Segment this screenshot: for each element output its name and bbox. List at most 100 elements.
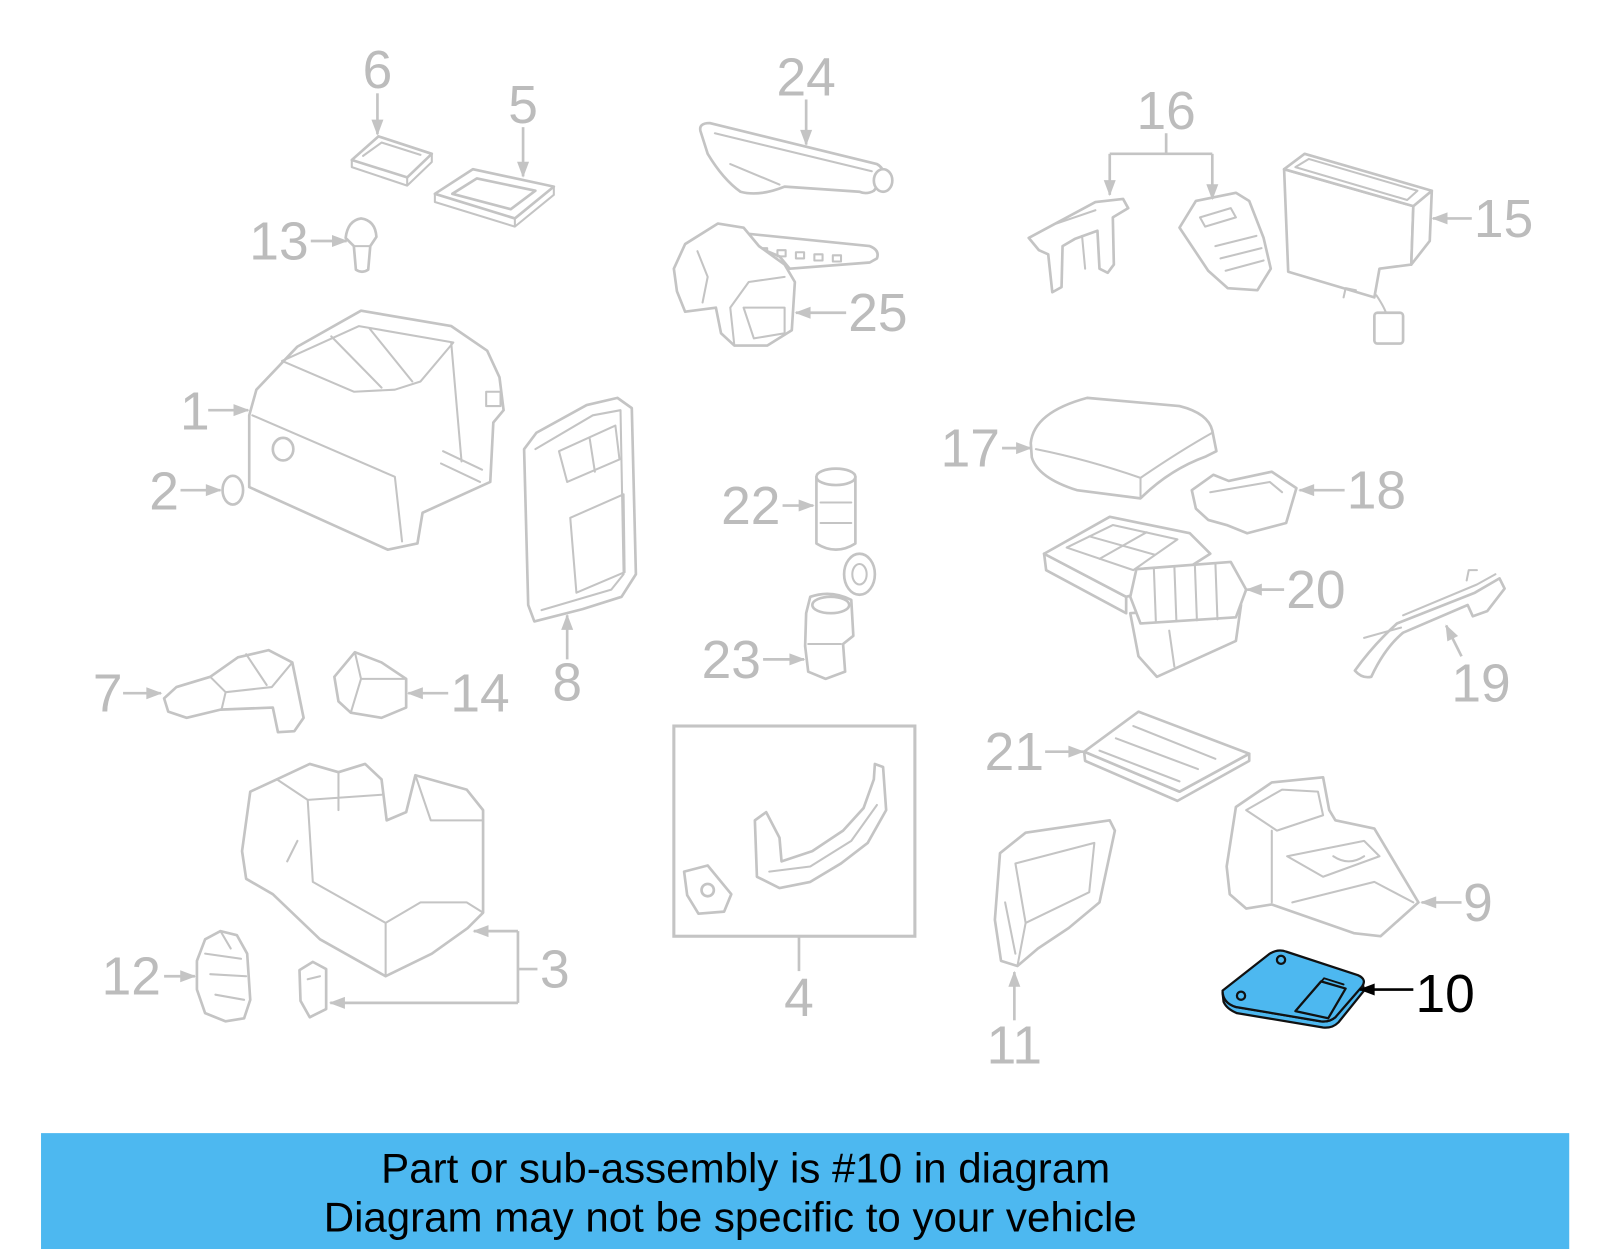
- callout-19: 19: [1451, 654, 1510, 713]
- part-3-clip: [298, 960, 328, 1019]
- callout-1: 1: [180, 383, 210, 442]
- part-25-body: [672, 222, 797, 347]
- part-12-detail: [204, 930, 248, 1001]
- part-9: [1225, 775, 1420, 938]
- leader-19: [1444, 624, 1463, 657]
- part-23-body: [803, 592, 855, 681]
- part-5: [433, 167, 556, 228]
- part-20-ridges: [1152, 561, 1219, 668]
- callout-6: 6: [363, 41, 393, 100]
- part-4-bracket-detail: [768, 803, 878, 873]
- part-21-detail: [1098, 724, 1217, 783]
- part-1-detail: [251, 342, 502, 543]
- callout-14: 14: [450, 665, 509, 724]
- part-16-left: [1027, 197, 1130, 294]
- callout-18: 18: [1347, 462, 1406, 521]
- callout-4: 4: [784, 969, 814, 1028]
- part-21: [1082, 710, 1251, 803]
- part-23-cap: [842, 552, 877, 597]
- part-8-detail: [534, 409, 626, 612]
- part-13: [344, 217, 378, 274]
- part-22-detail: [819, 501, 853, 525]
- part-5-opening: [450, 177, 537, 211]
- part-3-bin: [240, 762, 485, 978]
- part-10-highlighted: [1221, 949, 1366, 1029]
- part-22-top: [815, 467, 857, 487]
- part-8-panel: [522, 396, 638, 623]
- part-22: [815, 467, 857, 551]
- info-banner-background: [41, 1133, 1570, 1249]
- callout-17: 17: [941, 420, 1000, 479]
- callout-25: 25: [848, 284, 907, 343]
- part-10-hole-top: [1275, 954, 1287, 966]
- info-banner: Part or sub-assembly is #10 in diagram D…: [41, 1133, 1570, 1249]
- callout-9: 9: [1463, 874, 1493, 933]
- part-8: [522, 396, 638, 623]
- part-2-plug: [221, 474, 245, 506]
- callout-7: 7: [93, 665, 123, 724]
- part-14-body: [333, 650, 408, 720]
- part-14-detail: [349, 651, 408, 714]
- part-3: [240, 762, 485, 1019]
- part-19: [1353, 569, 1506, 679]
- part-1-console: [247, 309, 505, 551]
- part-20-roller: [1128, 560, 1248, 625]
- callout-5: 5: [508, 76, 538, 135]
- callout-11: 11: [987, 1016, 1042, 1075]
- part-25-arm: [716, 229, 879, 271]
- part-17-detail: [1034, 431, 1214, 500]
- callout-3: 3: [540, 941, 570, 1000]
- part-15-connector: [1373, 311, 1405, 345]
- part-16-right-detail: [1198, 207, 1265, 272]
- part-18-detail: [1209, 480, 1284, 494]
- callout-23: 23: [702, 631, 761, 690]
- part-23-top: [810, 595, 851, 615]
- part-15: [1282, 152, 1434, 345]
- part-3-clip-detail: [306, 975, 322, 981]
- part-24-knob: [872, 167, 894, 194]
- part-17-lid: [1029, 396, 1218, 500]
- info-banner-line-2: Diagram may not be specific to your vehi…: [324, 1194, 1137, 1241]
- callout-12: 12: [102, 948, 161, 1007]
- callout-21: 21: [985, 723, 1044, 782]
- part-6-detail: [362, 141, 422, 157]
- part-10-ridge-detail: [1299, 977, 1345, 1006]
- part-16-left-detail: [1055, 209, 1097, 270]
- part-6-top: [350, 135, 434, 179]
- info-banner-line-1: Part or sub-assembly is #10 in diagram: [381, 1144, 1110, 1191]
- part-23-cap-inner: [851, 562, 868, 586]
- part-15-rim: [1294, 157, 1419, 299]
- part-3-detail: [275, 771, 485, 978]
- callout-20: 20: [1286, 561, 1345, 620]
- part-4-bracket: [753, 762, 888, 890]
- part-2: [221, 474, 245, 506]
- part-1: [247, 309, 505, 551]
- part-1-opening: [281, 325, 455, 393]
- leader-16-stem: [1109, 133, 1213, 156]
- part-16-left-body: [1027, 197, 1130, 294]
- part-25: [672, 222, 879, 347]
- part-9-detail: [1245, 788, 1415, 904]
- callout-8: 8: [552, 653, 582, 712]
- part-23: [803, 552, 877, 681]
- part-5-edge: [433, 185, 555, 228]
- part-21-plate: [1082, 710, 1251, 793]
- callout-13: 13: [249, 212, 308, 271]
- part-9-body: [1225, 775, 1420, 938]
- part-17: [1029, 396, 1218, 500]
- part-16-right-body: [1178, 191, 1273, 292]
- part-6: [350, 135, 434, 187]
- part-18: [1190, 470, 1298, 535]
- part-4-clip-hole: [700, 882, 716, 898]
- part-14: [333, 650, 408, 720]
- part-19-strip: [1353, 577, 1506, 679]
- part-18-plate: [1190, 470, 1298, 535]
- part-22-body: [815, 475, 857, 551]
- part-25-detail: [696, 250, 786, 347]
- part-20: [1042, 515, 1248, 679]
- callout-10-active: 10: [1415, 965, 1474, 1024]
- part-24-lever: [698, 121, 885, 195]
- part-16-right: [1178, 191, 1273, 292]
- part-6-edge: [350, 152, 433, 187]
